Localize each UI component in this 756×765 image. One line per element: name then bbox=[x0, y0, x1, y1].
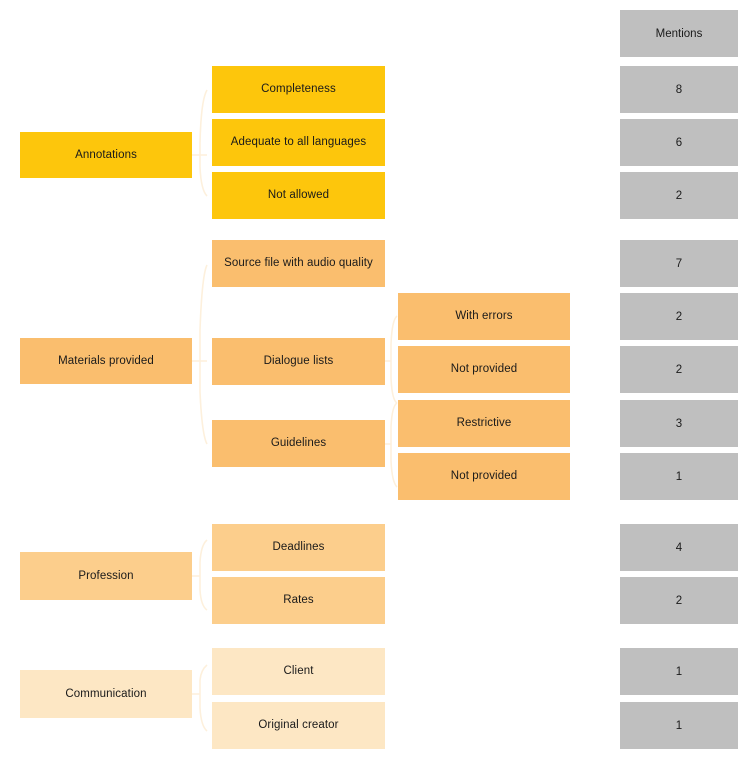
mention-value-original-creator: 1 bbox=[620, 702, 738, 749]
mention-value-deadlines: 4 bbox=[620, 524, 738, 571]
mention-value-dialogue-not-provided: 2 bbox=[620, 346, 738, 393]
connector-profession-to-rates bbox=[199, 589, 208, 611]
node-materials-provided[interactable]: Materials provided bbox=[20, 338, 192, 384]
node-annotations[interactable]: Annotations bbox=[20, 132, 192, 178]
mention-value-guidelines-not-provided: 1 bbox=[620, 453, 738, 500]
connector-materials-to-source-file bbox=[199, 264, 208, 331]
node-client[interactable]: Client bbox=[212, 648, 385, 695]
node-guidelines-not-provided[interactable]: Not provided bbox=[398, 453, 570, 500]
node-original-creator[interactable]: Original creator bbox=[212, 702, 385, 749]
mention-value-source-file-with-audio-quality: 7 bbox=[620, 240, 738, 287]
mention-value-not-allowed: 2 bbox=[620, 172, 738, 219]
connector-annotations-to-completeness bbox=[199, 89, 208, 144]
node-with-errors[interactable]: With errors bbox=[398, 293, 570, 340]
node-completeness[interactable]: Completeness bbox=[212, 66, 385, 113]
mention-value-with-errors: 2 bbox=[620, 293, 738, 340]
node-profession[interactable]: Profession bbox=[20, 552, 192, 600]
mention-value-rates: 2 bbox=[620, 577, 738, 624]
mention-value-adequate-to-all-languages: 6 bbox=[620, 119, 738, 166]
connector-guidelines-to-restrictive bbox=[390, 402, 398, 428]
mention-value-completeness: 8 bbox=[620, 66, 738, 113]
connector-annotations-to-not-allowed bbox=[199, 166, 208, 197]
node-rates[interactable]: Rates bbox=[212, 577, 385, 624]
node-guidelines[interactable]: Guidelines bbox=[212, 420, 385, 467]
connector-communication-to-original-creator bbox=[199, 707, 208, 732]
mention-value-restrictive: 3 bbox=[620, 400, 738, 447]
node-source-file-with-audio-quality[interactable]: Source file with audio quality bbox=[212, 240, 385, 287]
connector-materials-to-guidelines bbox=[199, 391, 208, 445]
node-dialogue-not-provided[interactable]: Not provided bbox=[398, 346, 570, 393]
connector-guidelines-to-not-provided bbox=[390, 460, 398, 488]
mentions-column-header: Mentions bbox=[620, 10, 738, 57]
connector-dialogue-to-with-errors bbox=[390, 315, 398, 345]
connector-communication-to-client bbox=[199, 664, 208, 681]
connector-dialogue-to-not-provided bbox=[390, 377, 398, 404]
node-restrictive[interactable]: Restrictive bbox=[398, 400, 570, 447]
connector-profession-to-deadlines bbox=[199, 539, 208, 563]
node-not-allowed[interactable]: Not allowed bbox=[212, 172, 385, 219]
mention-value-client: 1 bbox=[620, 648, 738, 695]
node-communication[interactable]: Communication bbox=[20, 670, 192, 718]
node-dialogue-lists[interactable]: Dialogue lists bbox=[212, 338, 385, 385]
node-deadlines[interactable]: Deadlines bbox=[212, 524, 385, 571]
node-adequate-to-all-languages[interactable]: Adequate to all languages bbox=[212, 119, 385, 166]
